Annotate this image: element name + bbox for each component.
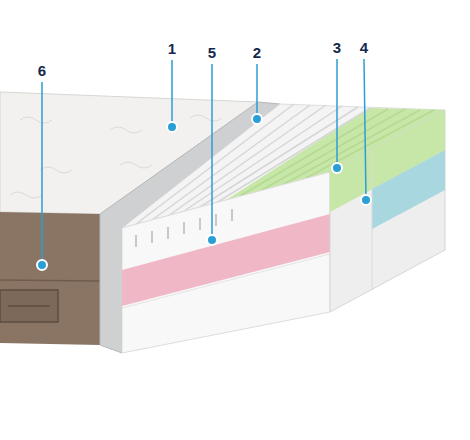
leader-line [171, 60, 173, 127]
callout-number: 1 [168, 41, 176, 56]
callout-number: 6 [38, 63, 46, 78]
handle [0, 290, 58, 322]
leader-dot [252, 114, 262, 124]
leader-dots [37, 114, 371, 270]
pattern-mark [190, 115, 222, 121]
leader-line [364, 59, 366, 200]
callout-number: 4 [360, 40, 368, 55]
notch [231, 209, 233, 221]
side-seam [0, 280, 100, 281]
notch [183, 222, 185, 234]
callout-number: 2 [253, 45, 261, 60]
layer-seam [122, 254, 330, 308]
blue-zone [372, 150, 445, 229]
cover-side [0, 212, 100, 345]
notch [135, 235, 137, 247]
handle-strap [8, 305, 50, 307]
foam-end [330, 110, 445, 312]
leader-line [336, 59, 338, 168]
pink-layer [122, 214, 330, 306]
notch [215, 214, 217, 226]
leader-dot [207, 235, 217, 245]
zone-seam [372, 150, 373, 290]
notch [151, 231, 153, 243]
callout-number: 3 [333, 40, 341, 55]
leader-line [41, 82, 43, 265]
leader-line [211, 64, 213, 240]
notch [199, 218, 201, 230]
pattern-mark [120, 162, 152, 168]
groove-notches [136, 209, 232, 247]
leader-dot [37, 260, 47, 270]
notch [167, 227, 169, 239]
leader-dot [361, 195, 371, 205]
leader-line [256, 64, 258, 119]
pattern-mark [110, 127, 142, 133]
leader-lines [42, 59, 366, 265]
pattern-mark [10, 192, 42, 198]
pattern-mark [40, 167, 72, 173]
pattern-mark [20, 117, 52, 123]
foam-front [122, 172, 330, 353]
leader-dot [332, 163, 342, 173]
callout-number: 5 [208, 45, 216, 60]
leader-dot [167, 122, 177, 132]
